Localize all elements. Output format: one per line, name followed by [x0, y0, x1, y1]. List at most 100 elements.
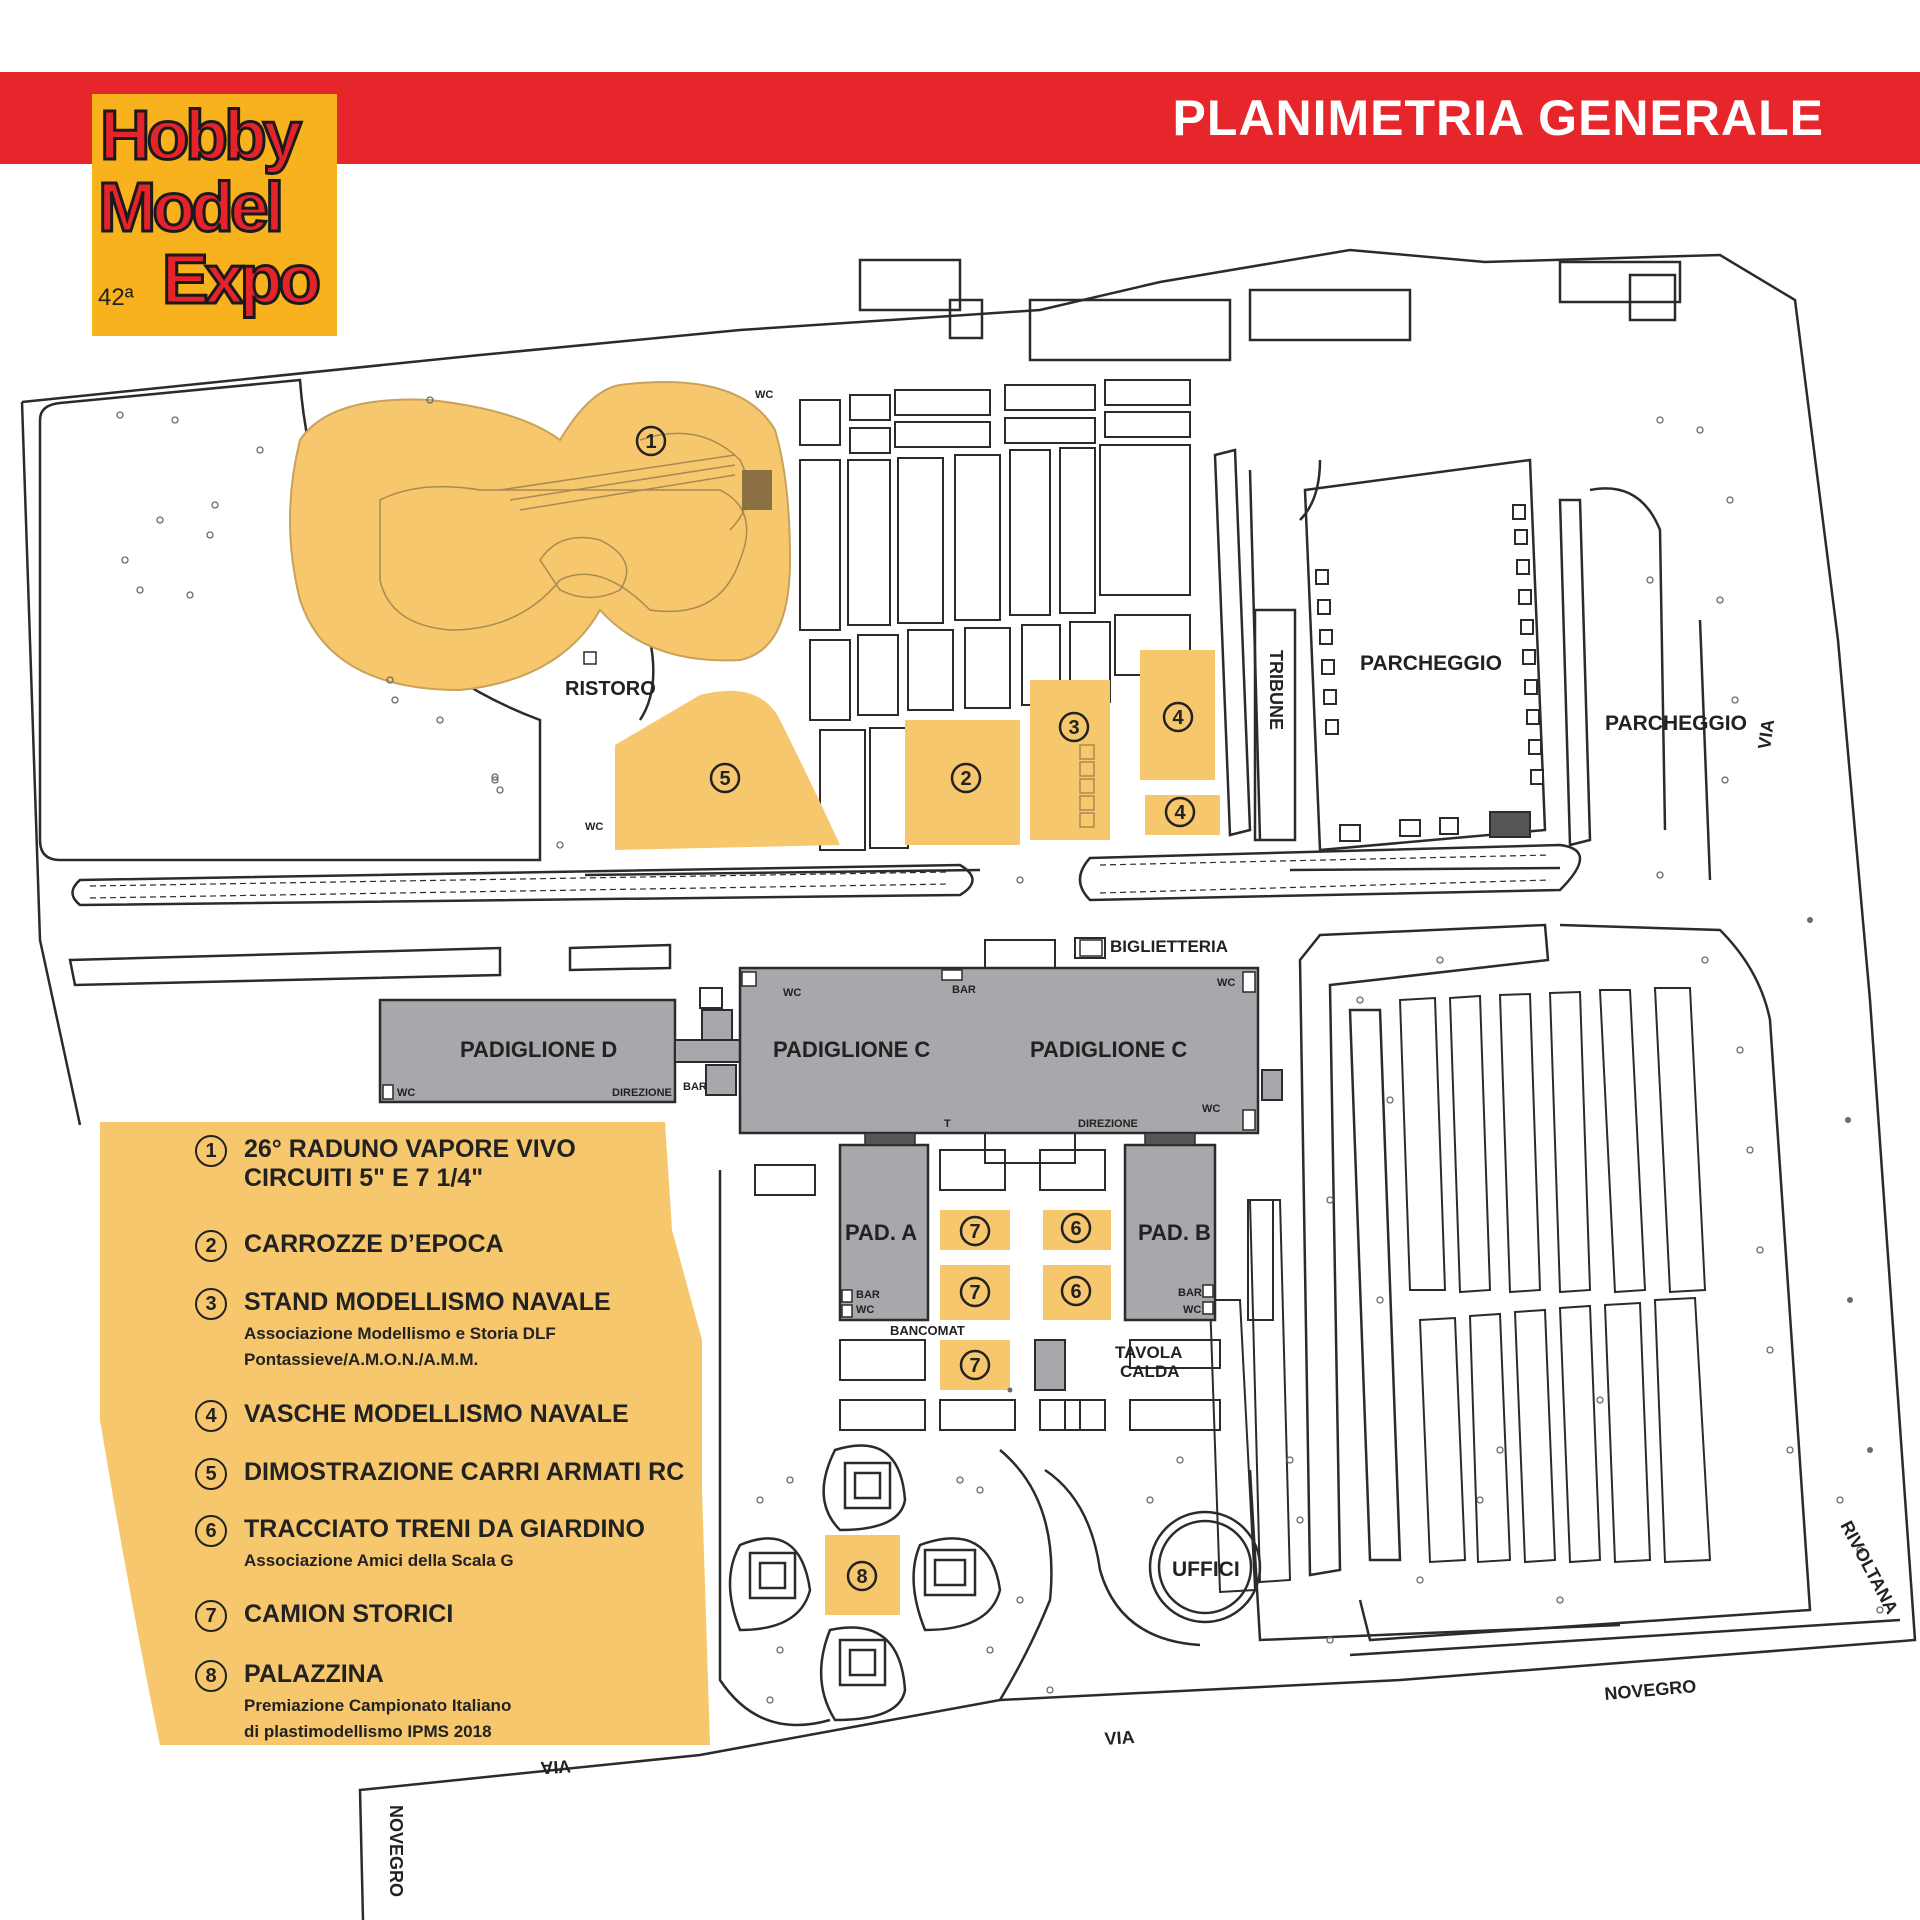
- label-wc: WC: [1183, 1304, 1201, 1316]
- site-boundary: [21, 248, 1917, 1920]
- marker-4b-label: 4: [1174, 802, 1186, 824]
- marker-6b: [1060, 1275, 1092, 1307]
- label-direzione: DIREZIONE: [1078, 1118, 1138, 1130]
- label-wc: WC: [585, 821, 603, 833]
- area-1-steam-track: [289, 381, 792, 692]
- marker-1: [635, 425, 667, 457]
- parcheggio-2-outline: [1558, 498, 1592, 847]
- label-wc: WC: [856, 1304, 874, 1316]
- area-6-garden-trains-2: [1043, 1265, 1111, 1320]
- label-wc: WC: [1202, 1103, 1220, 1115]
- marker-7a: [959, 1215, 991, 1247]
- marker-8: [846, 1560, 878, 1592]
- label-bancomat: BANCOMAT: [890, 1323, 965, 1338]
- area-8-palazzina: [825, 1535, 900, 1615]
- marker-2-label: 2: [960, 768, 971, 790]
- marker-3-label: 3: [1068, 717, 1079, 739]
- label-parcheggio-1: PARCHEGGIO: [1360, 652, 1502, 675]
- marker-2: [950, 762, 982, 794]
- marker-6a: [1060, 1212, 1092, 1244]
- legend-title: 26° RADUNO VAPORE VIVO: [244, 1135, 576, 1163]
- logo-edition: 42ª: [98, 284, 134, 311]
- label-tavola: TAVOLA: [1115, 1343, 1182, 1362]
- label-padiglione-c-1: PADIGLIONE C: [773, 1037, 930, 1062]
- marker-5: [709, 762, 741, 794]
- marker-4b: [1164, 796, 1196, 828]
- marker-7c-label: 7: [969, 1355, 980, 1377]
- area-2-vintage-carriages: [905, 720, 1020, 845]
- legend-title: VASCHE MODELLISMO NAVALE: [244, 1400, 629, 1428]
- legend-title: STAND MODELLISMO NAVALE: [244, 1288, 611, 1316]
- label-direzione: DIREZIONE: [612, 1087, 672, 1099]
- label-wc: WC: [397, 1087, 415, 1099]
- area-7-trucks-2: [940, 1265, 1010, 1320]
- pad-b: [1123, 1143, 1217, 1322]
- area-7-trucks-3: [940, 1340, 1010, 1390]
- label-pad-b: PAD. B: [1138, 1220, 1211, 1245]
- label-rivoltana: RIVOLTANA: [1836, 1517, 1902, 1617]
- area-6-garden-trains-1: [1043, 1210, 1111, 1250]
- legend-num: 7: [195, 1600, 227, 1632]
- area-3-naval-stand: [1030, 680, 1110, 840]
- area-5-tank-demo: [615, 690, 840, 850]
- area-4-naval-pools-bottom: [1145, 795, 1220, 835]
- marker-1-label: 1: [645, 431, 656, 453]
- legend-sub: Premiazione Campionato Italiano: [244, 1696, 512, 1715]
- legend-num: 6: [195, 1515, 227, 1547]
- marker-6a-label: 6: [1070, 1218, 1081, 1240]
- label-calda: CALDA: [1120, 1362, 1180, 1381]
- legend-num: 8: [195, 1660, 227, 1692]
- legend-title-2: CIRCUITI 5" E 7 1/4": [244, 1164, 484, 1192]
- marker-7b: [959, 1276, 991, 1308]
- label-wc: WC: [783, 987, 801, 999]
- legend-num: 4: [195, 1400, 227, 1432]
- label-bar: BAR: [1178, 1287, 1202, 1299]
- legend-sub-2: Pontassieve/A.M.O.N./A.M.M.: [244, 1350, 479, 1369]
- label-novegro-east: NOVEGRO: [1604, 1676, 1697, 1704]
- legend-sub-2: di plastimodellismo IPMS 2018: [244, 1722, 492, 1741]
- marker-6b-label: 6: [1070, 1281, 1081, 1303]
- area-4-naval-pools-top: [1140, 650, 1215, 780]
- label-wc: WC: [1217, 977, 1235, 989]
- label-uffici: UFFICI: [1172, 1558, 1240, 1581]
- marker-7b-label: 7: [969, 1282, 980, 1304]
- parcheggio-1-outline: [1303, 458, 1547, 852]
- label-bar: BAR: [856, 1289, 880, 1301]
- label-via-east: VIA: [1754, 718, 1778, 751]
- legend-title: CAMION STORICI: [244, 1600, 454, 1628]
- label-bar: BAR: [952, 984, 976, 996]
- legend-title: DIMOSTRAZIONE CARRI ARMATI RC: [244, 1458, 685, 1486]
- legend-title: PALAZZINA: [244, 1660, 384, 1688]
- pad-a: [838, 1143, 930, 1322]
- marker-4a: [1162, 701, 1194, 733]
- uffici-building: [1157, 1519, 1253, 1615]
- hobby-model-expo-logo: Hobby Model Expo 42ª: [92, 94, 337, 336]
- legend-num: 3: [195, 1288, 227, 1320]
- legend-title: CARROZZE D’EPOCA: [244, 1230, 504, 1258]
- label-via-south: VIA: [1104, 1727, 1135, 1749]
- legend-sub: Associazione Amici della Scala G: [244, 1551, 514, 1570]
- label-padiglione-d: PADIGLIONE D: [460, 1037, 617, 1062]
- logo-word-model: Model: [96, 168, 285, 246]
- legend-sub: Associazione Modellismo e Storia DLF: [244, 1324, 556, 1343]
- marker-3: [1058, 711, 1090, 743]
- label-tribune: TRIBUNE: [1266, 650, 1286, 730]
- legend-title: TRACCIATO TRENI DA GIARDINO: [244, 1515, 645, 1543]
- label-via-southwest: VIA: [540, 1756, 571, 1778]
- label-novegro-west: NOVEGRO: [386, 1805, 406, 1897]
- page-title: PLANIMETRIA GENERALE: [1172, 90, 1824, 146]
- marker-7c: [959, 1349, 991, 1381]
- label-wc: WC: [755, 389, 773, 401]
- label-ristoro: RISTORO: [565, 678, 656, 700]
- label-bar: BAR: [683, 1081, 707, 1093]
- legend-panel: [100, 1122, 710, 1745]
- label-t: T: [944, 1118, 951, 1130]
- legend-num: 5: [195, 1458, 227, 1490]
- marker-5-label: 5: [719, 768, 730, 790]
- label-parcheggio-2: PARCHEGGIO: [1605, 712, 1747, 735]
- legend-num: 2: [195, 1230, 227, 1262]
- label-biglietteria: BIGLIETTERIA: [1110, 937, 1228, 956]
- label-padiglione-c-2: PADIGLIONE C: [1030, 1037, 1187, 1062]
- logo-word-hobby: Hobby: [99, 96, 304, 174]
